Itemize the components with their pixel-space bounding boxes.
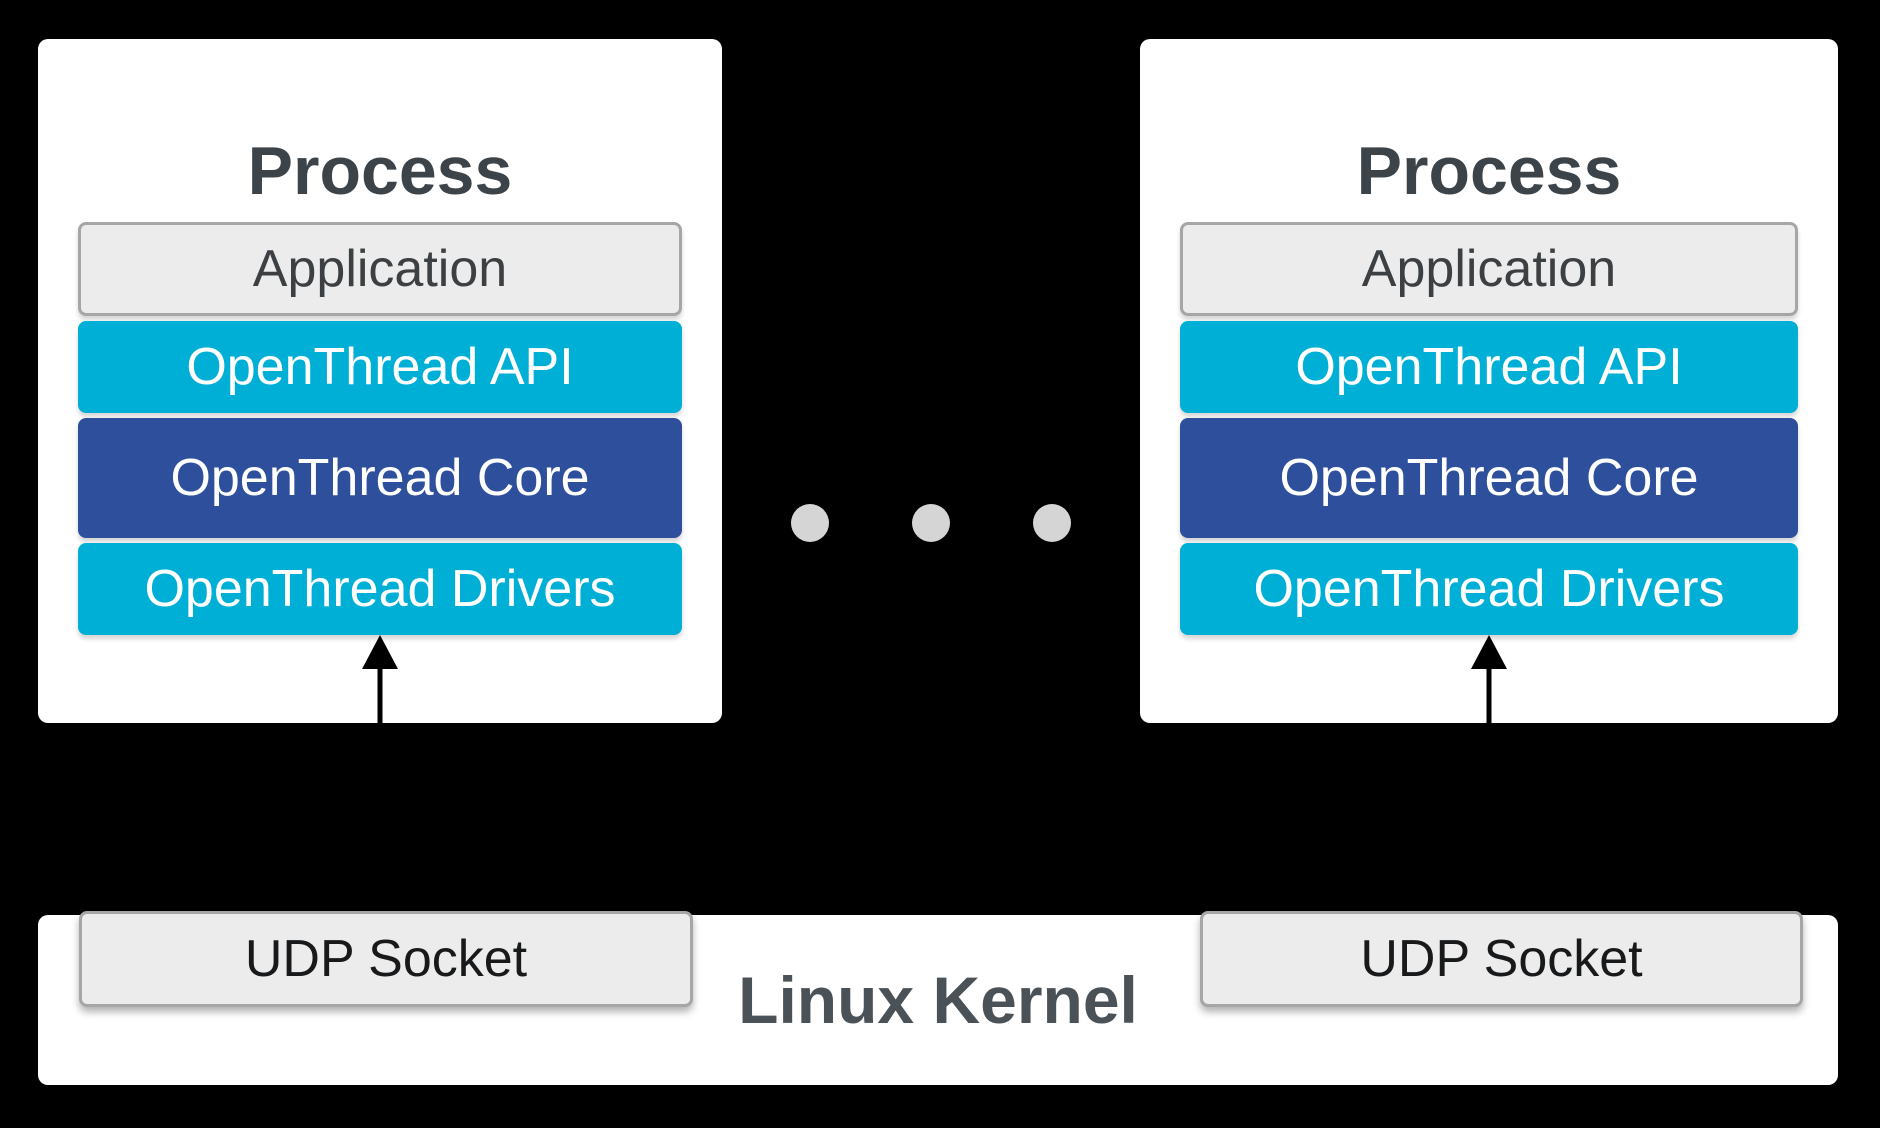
openthread-core-layer: OpenThread Core — [1180, 418, 1798, 538]
ellipsis-dot — [1033, 504, 1071, 542]
process-card-right: Process Application OpenThread API OpenT… — [1140, 39, 1838, 723]
application-layer: Application — [78, 222, 682, 316]
linux-kernel-label: Linux Kernel — [738, 963, 1138, 1037]
arrow-stem — [377, 668, 383, 723]
upward-arrow — [1471, 635, 1507, 723]
ellipsis-dot — [791, 504, 829, 542]
ellipsis-dots — [791, 504, 1071, 542]
application-layer: Application — [1180, 222, 1798, 316]
openthread-core-layer: OpenThread Core — [78, 418, 682, 538]
process-card-left: Process Application OpenThread API OpenT… — [38, 39, 722, 723]
layer-stack: Application OpenThread API OpenThread Co… — [78, 222, 682, 635]
openthread-api-layer: OpenThread API — [1180, 321, 1798, 413]
udp-socket-right: UDP Socket — [1200, 911, 1803, 1007]
linux-kernel-bar: Linux Kernel UDP Socket UDP Socket — [38, 911, 1838, 1085]
openthread-drivers-layer: OpenThread Drivers — [78, 543, 682, 635]
arrow-stem — [1486, 668, 1492, 723]
openthread-api-layer: OpenThread API — [78, 321, 682, 413]
arrow-head-icon — [1471, 635, 1507, 669]
udp-socket-left: UDP Socket — [79, 911, 693, 1007]
ellipsis-dot — [912, 504, 950, 542]
openthread-drivers-layer: OpenThread Drivers — [1180, 543, 1798, 635]
layer-stack: Application OpenThread API OpenThread Co… — [1180, 222, 1798, 635]
process-title: Process — [1356, 133, 1622, 209]
upward-arrow — [362, 635, 398, 723]
process-title: Process — [247, 133, 513, 209]
arrow-head-icon — [362, 635, 398, 669]
